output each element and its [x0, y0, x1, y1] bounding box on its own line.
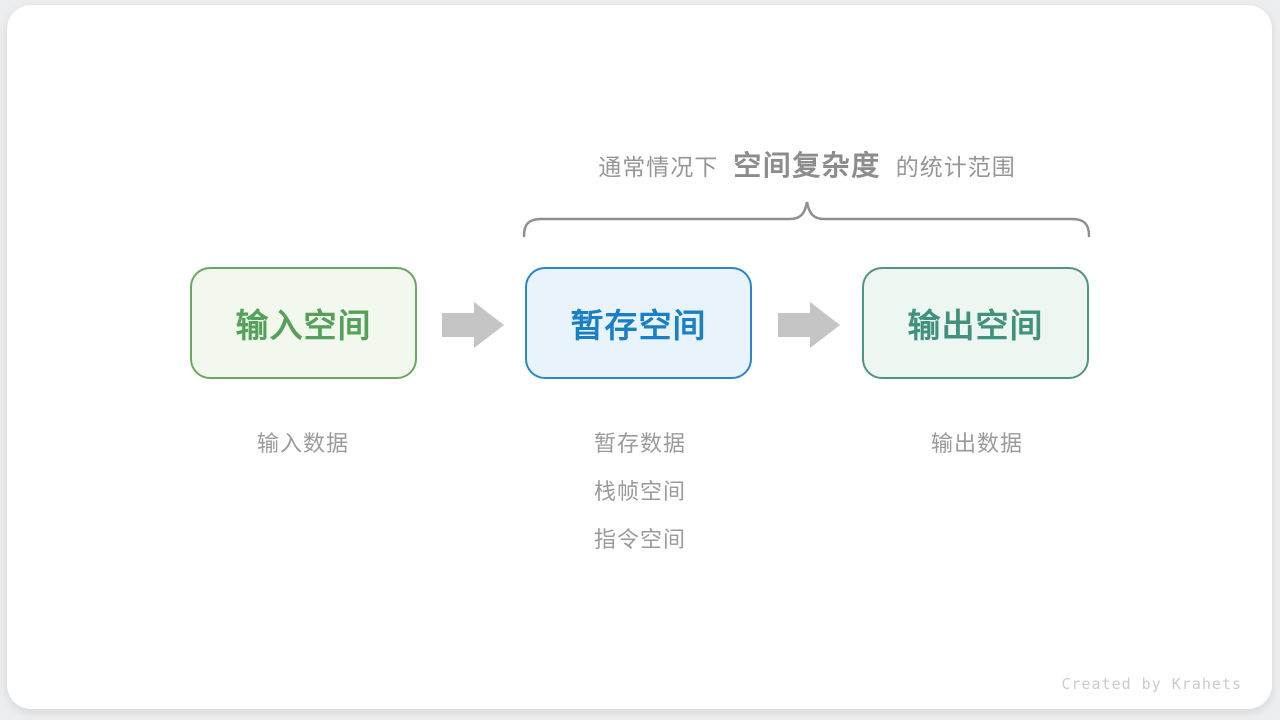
arrow-right-icon — [442, 302, 504, 348]
label-stack-frame-space: 栈帧空间 — [593, 479, 687, 504]
box-output-space-label: 输出空间 — [907, 307, 1044, 344]
label-buffer-data: 暂存数据 — [593, 431, 687, 456]
title-prefix: 通常情况下 — [598, 154, 719, 180]
box-output-space: 输出空间 — [862, 267, 1089, 379]
curly-brace-icon — [522, 201, 1091, 238]
diagram-title: 通常情况下 空间复杂度 的统计范围 — [598, 144, 1016, 184]
label-instruction-space: 指令空间 — [593, 527, 687, 552]
title-suffix: 的统计范围 — [895, 154, 1016, 180]
box-input-space: 输入空间 — [190, 267, 417, 379]
label-input-data: 输入数据 — [256, 431, 350, 456]
credit-text: Created by Krahets — [1061, 675, 1242, 693]
arrow-right-icon — [778, 302, 840, 348]
box-buffer-space-label: 暂存空间 — [570, 307, 707, 344]
box-input-space-label: 输入空间 — [235, 307, 372, 344]
label-output-data: 输出数据 — [930, 431, 1024, 456]
title-highlight: 空间复杂度 — [733, 150, 881, 181]
box-buffer-space: 暂存空间 — [525, 267, 752, 379]
